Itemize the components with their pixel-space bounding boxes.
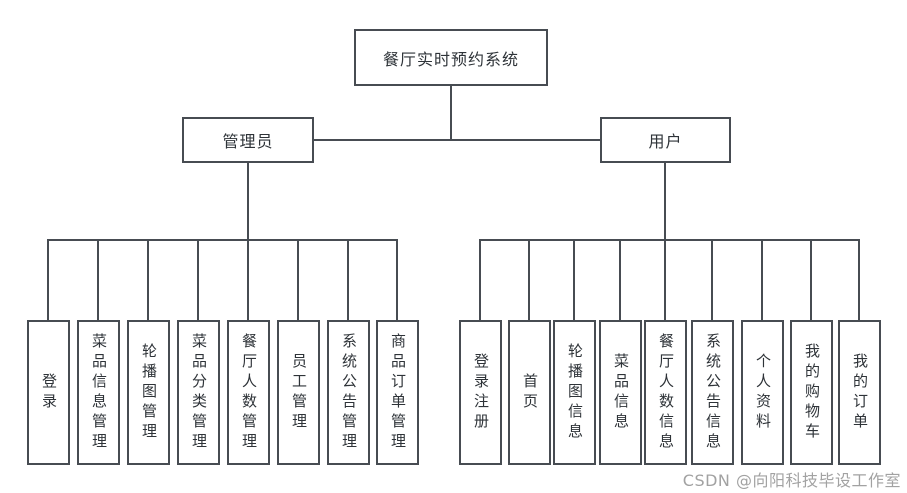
connector-user-bus <box>479 239 860 241</box>
connector-root-vertical <box>450 85 452 141</box>
branch-node-admin: 管理员 <box>182 117 314 163</box>
leaf-label: 我的购物车 <box>803 342 821 443</box>
connector-drop <box>197 240 199 320</box>
connector-branch-horizontal <box>313 139 602 141</box>
connector-drop <box>619 240 621 320</box>
csdn-watermark: CSDN @向阳科技毕设工作室 <box>682 471 901 490</box>
leaf-label: 菜品信息管理 <box>90 332 108 453</box>
leaf-label: 商品订单管理 <box>389 332 407 453</box>
leaf-user-announcement-info: 系统公告信息 <box>691 320 734 465</box>
connector-drop <box>347 240 349 320</box>
connector-drop <box>147 240 149 320</box>
leaf-label: 系统公告管理 <box>340 332 358 453</box>
connector-drop <box>247 240 249 320</box>
leaf-label: 系统公告信息 <box>704 332 722 453</box>
leaf-admin-dish-category-mgmt: 菜品分类管理 <box>177 320 220 465</box>
leaf-admin-announcement-mgmt: 系统公告管理 <box>327 320 370 465</box>
leaf-label: 餐厅人数管理 <box>240 332 258 453</box>
leaf-user-profile: 个人资料 <box>741 320 784 465</box>
connector-admin-vertical <box>247 161 249 241</box>
connector-drop <box>479 240 481 320</box>
leaf-admin-diner-count-mgmt: 餐厅人数管理 <box>227 320 270 465</box>
leaf-user-cart: 我的购物车 <box>790 320 833 465</box>
connector-drop <box>297 240 299 320</box>
connector-drop <box>396 240 398 320</box>
leaf-label: 我的订单 <box>851 352 869 433</box>
leaf-label: 员工管理 <box>290 352 308 433</box>
leaf-label: 登录 <box>40 372 58 413</box>
leaf-admin-carousel-mgmt: 轮播图管理 <box>127 320 170 465</box>
leaf-user-carousel-info: 轮播图信息 <box>553 320 596 465</box>
root-node-label: 餐厅实时预约系统 <box>382 49 519 69</box>
root-node: 餐厅实时预约系统 <box>354 29 548 86</box>
connector-drop <box>47 240 49 320</box>
leaf-label: 个人资料 <box>754 352 772 433</box>
connector-user-vertical <box>664 161 666 241</box>
leaf-admin-order-mgmt: 商品订单管理 <box>376 320 419 465</box>
connector-drop <box>810 240 812 320</box>
leaf-label: 餐厅人数信息 <box>657 332 675 453</box>
leaf-label: 轮播图管理 <box>140 342 158 443</box>
branch-node-user: 用户 <box>600 117 731 163</box>
connector-admin-bus <box>47 239 398 241</box>
leaf-label: 轮播图信息 <box>566 342 584 443</box>
leaf-label: 菜品分类管理 <box>190 332 208 453</box>
leaf-user-orders: 我的订单 <box>838 320 881 465</box>
leaf-label: 菜品信息 <box>612 352 630 433</box>
connector-drop <box>761 240 763 320</box>
connector-drop <box>664 240 666 320</box>
leaf-admin-login: 登录 <box>27 320 70 465</box>
connector-drop <box>711 240 713 320</box>
leaf-label: 登录注册 <box>472 352 490 433</box>
connector-drop <box>97 240 99 320</box>
leaf-admin-staff-mgmt: 员工管理 <box>277 320 320 465</box>
branch-user-label: 用户 <box>648 132 683 151</box>
leaf-user-login-register: 登录注册 <box>459 320 502 465</box>
connector-drop <box>858 240 860 320</box>
branch-admin-label: 管理员 <box>222 132 274 151</box>
leaf-user-diner-count-info: 餐厅人数信息 <box>644 320 687 465</box>
leaf-user-dish-info: 菜品信息 <box>599 320 642 465</box>
connector-drop <box>573 240 575 320</box>
leaf-user-home: 首页 <box>508 320 551 465</box>
connector-drop <box>528 240 530 320</box>
leaf-label: 首页 <box>521 372 539 413</box>
leaf-admin-dish-info-mgmt: 菜品信息管理 <box>77 320 120 465</box>
